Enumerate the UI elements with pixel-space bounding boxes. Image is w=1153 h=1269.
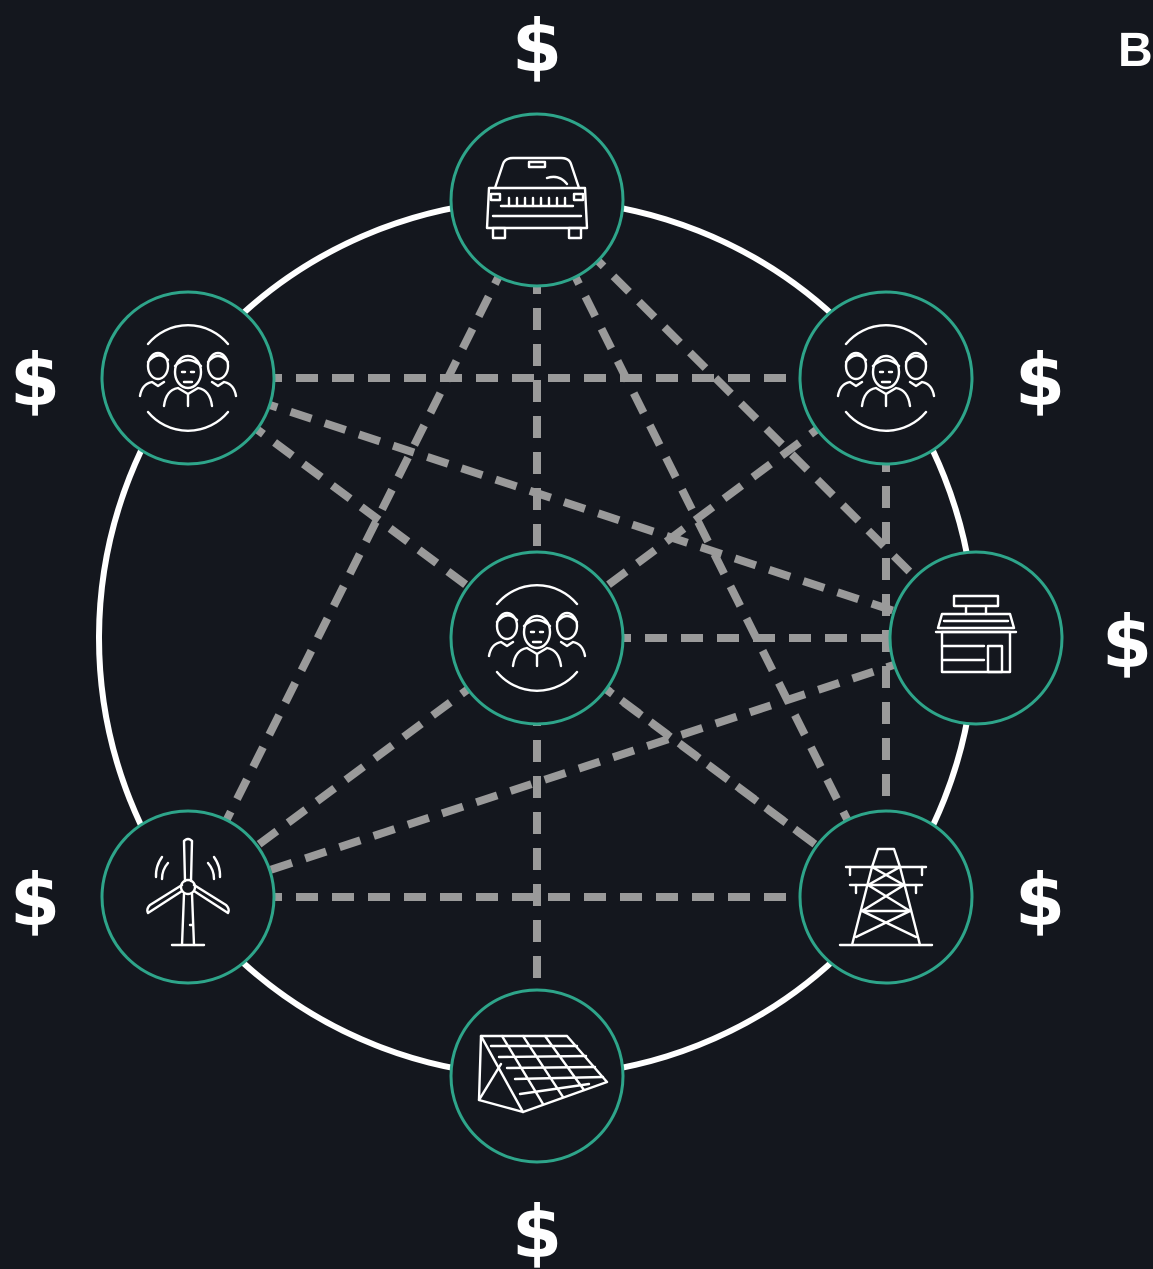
connector-top-to-lower-right: [533, 198, 890, 899]
connector-upper-left-to-right: [186, 374, 978, 642]
node-circle-right: [888, 550, 1064, 726]
currency-group: $ $ $ $ $ $ $: [10, 4, 1152, 1269]
node-circle-upper-right: [798, 290, 974, 466]
corner-label: B: [1118, 24, 1153, 77]
currency-symbol-upper-left: $: [10, 338, 60, 422]
node-circle-top: [449, 112, 625, 288]
node-upper-right: [798, 290, 974, 466]
node-circle-upper-left: [100, 290, 276, 466]
currency-symbol-top: $: [512, 4, 562, 88]
currency-symbol-bottom: $: [512, 1190, 562, 1269]
node-lower-right: [798, 809, 974, 985]
node-lower-left: [100, 809, 276, 985]
node-group: [100, 112, 1064, 1164]
node-top: [449, 112, 625, 288]
node-circle-center: [449, 550, 625, 726]
connector-top-to-lower-left: [184, 198, 541, 899]
connector-top-to-right: [534, 197, 979, 641]
node-bottom: [449, 988, 625, 1164]
node-center: [449, 550, 625, 726]
connector-right-to-lower-left: [186, 634, 978, 901]
node-right: [888, 550, 1064, 726]
currency-symbol-lower-left: $: [10, 858, 60, 942]
currency-symbol-lower-right: $: [1015, 858, 1065, 942]
node-circle-bottom: [449, 988, 625, 1164]
currency-symbol-right: $: [1102, 600, 1152, 684]
currency-symbol-upper-right: $: [1015, 338, 1065, 422]
node-circle-lower-left: [100, 809, 276, 985]
node-upper-left: [100, 290, 276, 466]
